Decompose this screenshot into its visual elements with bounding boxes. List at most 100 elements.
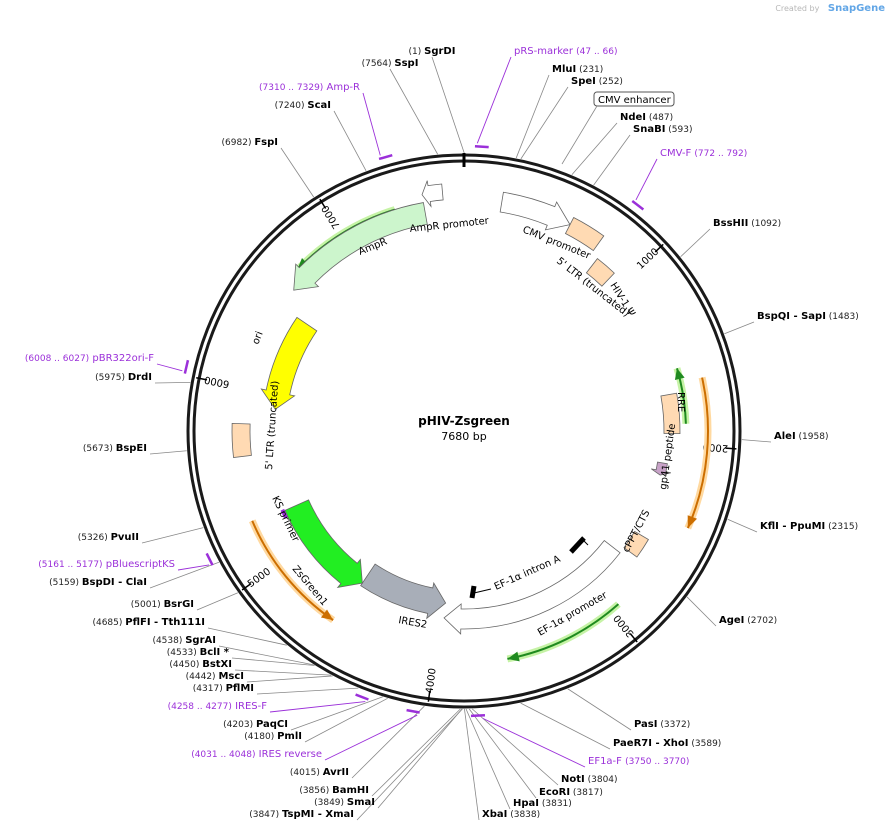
primer-leader-prs-marker [476, 56, 512, 144]
leader-bsshii [680, 228, 711, 258]
site-paqci[interactable]: (4203) PaqCI [223, 719, 288, 730]
site-tspmi[interactable]: (3847) TspMI - XmaI [249, 809, 354, 820]
leader-pflfi [207, 627, 287, 646]
primer-leader-ires-reverse [324, 714, 418, 761]
feature-gp41-peptide[interactable] [650, 461, 671, 476]
site-name: HpaI [513, 798, 539, 809]
tick-3000 [629, 633, 638, 643]
primer-leader-pbluescriptks [177, 564, 210, 571]
site-bspei[interactable]: (5673) BspEI [83, 443, 147, 454]
site-sspi[interactable]: (7564) SspI [362, 58, 419, 69]
site-position: (252) [596, 77, 623, 87]
site-bamhi[interactable]: (3856) BamHI [299, 785, 369, 796]
feature-hiv-1[interactable] [585, 258, 615, 287]
leader-agei [686, 596, 717, 627]
feature-ori[interactable] [260, 316, 318, 410]
site-extra-name: - XmaI [314, 809, 354, 820]
site-pmli[interactable]: (4180) PmlI [244, 731, 302, 742]
feature-rre[interactable] [660, 392, 681, 435]
tick-label-3000: 3000 [612, 612, 637, 639]
site-spei[interactable]: SpeI (252) [571, 76, 623, 87]
leader-msci [246, 675, 333, 683]
site-position: (5159) [49, 578, 82, 588]
site-fspi[interactable]: (6982) FspI [222, 137, 278, 148]
primer-range: (5161 .. 5177) [38, 560, 102, 570]
feature-zsgreen1[interactable] [284, 499, 363, 588]
orf-ef1a-head [507, 651, 520, 662]
primer-ef1a-f[interactable]: EF1a-F (3750 .. 3770) [588, 756, 689, 767]
primer-pbr322ori-f[interactable]: (6008 .. 6027) pBR322ori-F [25, 353, 154, 364]
site-name: AleI [774, 431, 796, 442]
primer-amp-r[interactable]: (7310 .. 7329) Amp-R [259, 82, 360, 93]
site-position: (4450) [169, 660, 202, 670]
site-snabi[interactable]: SnaBI (593) [633, 124, 692, 135]
primer-pbluescriptks[interactable]: (5161 .. 5177) pBluescriptKS [38, 559, 175, 570]
site-ecori[interactable]: EcoRI (3817) [539, 787, 603, 798]
primer-mark-pbr322ori-f [183, 359, 190, 374]
site-extra-name: - ClaI [115, 577, 147, 588]
site-kfli[interactable]: KflI - PpuMI (2315) [760, 521, 858, 532]
primer-range: (6008 .. 6027) [25, 354, 89, 364]
site-msci[interactable]: (4442) MscI [186, 671, 244, 682]
feature-ampr-promoter[interactable] [421, 180, 444, 208]
site-position: (5001) [131, 600, 164, 610]
site-name: PaeR7I [613, 738, 652, 749]
site-bcli[interactable]: (4533) BclI * [167, 647, 230, 658]
leader-fspi [280, 147, 315, 198]
site-name: MscI [218, 671, 244, 682]
site-pflfi[interactable]: (4685) PflFI - Tth111I [92, 617, 205, 628]
site-bsrgi[interactable]: (5001) BsrGI [131, 599, 194, 610]
site-pvuii[interactable]: (5326) PvuII [78, 532, 139, 543]
tick-5000 [241, 582, 252, 591]
intron-marker-right [569, 536, 586, 554]
site-pasi[interactable]: PasI (3372) [634, 719, 690, 730]
orf-rre-head [674, 368, 685, 380]
site-xbai[interactable]: XbaI (3838) [482, 809, 540, 820]
leader-smai [377, 708, 463, 809]
site-position: (4317) [193, 684, 226, 694]
leader-bspqi [724, 321, 755, 335]
feature-5-ltr-truncated[interactable] [564, 216, 605, 252]
feature-label-ires2: IRES2 [397, 615, 427, 631]
site-position: (3847) [249, 810, 282, 820]
site-name: PmlI [277, 731, 302, 742]
site-position: (4203) [223, 720, 256, 730]
site-sgrai[interactable]: (4538) SgrAI [152, 635, 216, 646]
site-bspdi[interactable]: (5159) BspDI - ClaI [49, 577, 147, 588]
site-scai[interactable]: (7240) ScaI [275, 100, 331, 111]
site-bspqi[interactable]: BspQI - SapI (1483) [757, 311, 859, 322]
leader-noti [471, 708, 559, 786]
primer-mark-pbluescriptks [205, 552, 214, 566]
site-alei[interactable]: AleI (1958) [774, 431, 828, 442]
site-agei[interactable]: AgeI (2702) [719, 615, 777, 626]
site-noti[interactable]: NotI (3804) [561, 774, 618, 785]
site-sgrdi[interactable]: (1) SgrDI [409, 46, 456, 57]
site-name: SgrAI [185, 635, 216, 646]
site-position: (3856) [299, 786, 332, 796]
site-paer7i[interactable]: PaeR7I - XhoI (3589) [613, 738, 721, 749]
site-mlui[interactable]: MluI (231) [552, 64, 603, 75]
site-avrii[interactable]: (4015) AvrII [290, 767, 349, 778]
site-bstxi[interactable]: (4450) BstXI [169, 659, 232, 670]
feature-5-ltr-truncated[interactable] [231, 422, 252, 458]
primer-cmv-f[interactable]: CMV-F (772 .. 792) [660, 148, 747, 159]
site-hpai[interactable]: HpaI (3831) [513, 798, 572, 809]
site-extra-name: - Tth111I [151, 617, 205, 628]
site-drdi[interactable]: (5975) DrdI [95, 372, 152, 383]
feature-ef-1-promoter[interactable] [443, 539, 621, 635]
feature-ires2[interactable] [360, 563, 447, 620]
feature-ampr[interactable] [293, 202, 428, 291]
primer-ires-f[interactable]: (4258 .. 4277) IRES-F [168, 701, 268, 712]
feature-cmv-promoter[interactable] [499, 191, 571, 231]
site-ndei[interactable]: NdeI (487) [620, 112, 673, 123]
primer-prs-marker[interactable]: pRS-marker (47 .. 66) [514, 46, 618, 57]
plasmid-backbone [186, 153, 742, 709]
primer-ires-reverse[interactable]: (4031 .. 4048) IRES reverse [191, 749, 322, 760]
site-position: (1483) [826, 312, 859, 322]
feature-cppt-cts[interactable] [623, 530, 649, 558]
site-pflmi[interactable]: (4317) PflMI [193, 683, 254, 694]
orf-left-orange-head [320, 609, 334, 621]
primer-mark-ef1a-f [470, 713, 486, 718]
site-smai[interactable]: (3849) SmaI [314, 797, 375, 808]
site-bsshii[interactable]: BssHII (1092) [713, 218, 781, 229]
